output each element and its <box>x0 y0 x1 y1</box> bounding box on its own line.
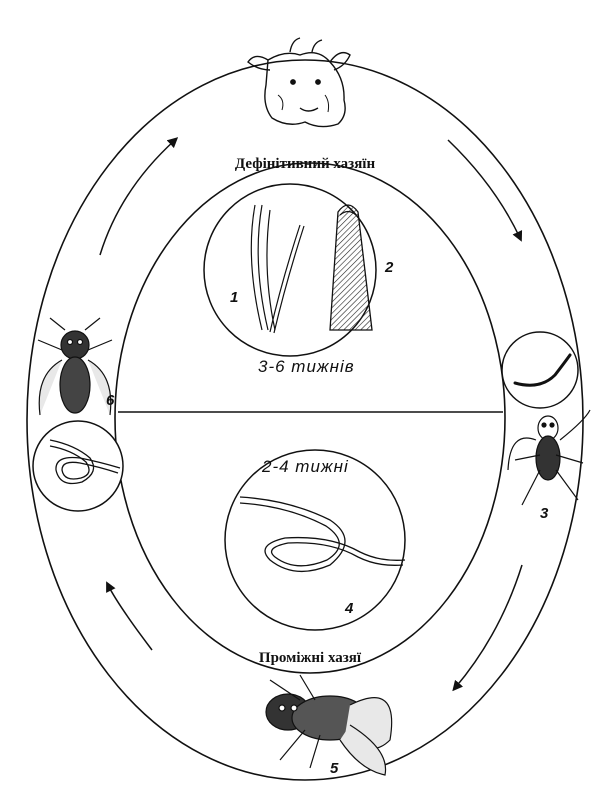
intermediate-hosts-label: Проміжні хазяї <box>259 650 362 666</box>
larva-worm-icon <box>240 497 405 571</box>
fly-icon-5 <box>266 675 392 775</box>
left-larva-circle <box>33 421 123 511</box>
stage-label-1: 1 <box>230 289 238 306</box>
inner-oval <box>115 163 505 673</box>
cow-head-icon <box>248 38 350 127</box>
fly-icon-6 <box>38 318 112 415</box>
stage-label-6: 6 <box>106 392 115 409</box>
definitive-host-label: Дефінітивний хазяїн <box>235 156 376 172</box>
stage-label-5: 5 <box>330 760 339 777</box>
stage-label-4: 4 <box>344 600 354 617</box>
arrow-top-left <box>100 140 175 255</box>
arrow-bottom-left <box>108 585 152 650</box>
stage-label-2: 2 <box>384 259 394 276</box>
intermediate-period-label: 2-4 тижні <box>261 457 349 476</box>
intermediate-stage-circle <box>225 450 405 630</box>
worm-head-detail-icon <box>330 205 372 330</box>
definitive-period-label: 3-6 тижнів <box>258 357 355 376</box>
arrow-bottom-right <box>455 565 522 688</box>
stage-label-3: 3 <box>540 505 549 522</box>
right-larva-circle <box>502 332 578 408</box>
adult-worm-icon <box>251 205 304 333</box>
arrow-top-right <box>448 140 520 238</box>
